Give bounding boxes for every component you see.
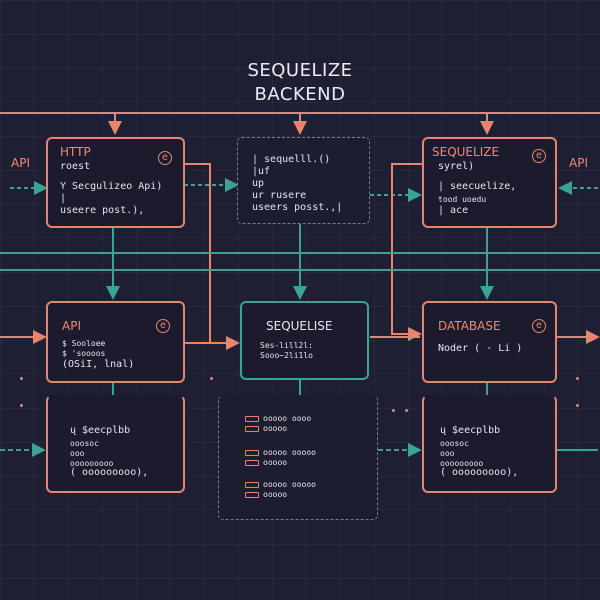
sequelize-down-route xyxy=(391,163,423,341)
bottom-left-line-4: ooooooooo xyxy=(70,459,114,468)
api-title: API xyxy=(62,319,81,333)
row-chip-icon xyxy=(245,450,259,456)
decor-dot xyxy=(576,404,579,407)
bottom-right-line-3: ooo xyxy=(440,449,455,458)
center-line-3: up xyxy=(252,178,265,189)
sequelize-box: SEQUELIZE syrel) e | seecuelize, tood uo… xyxy=(422,137,557,228)
bottom-left-line-1: ų $eecplbb xyxy=(70,425,131,436)
database-line: Noder ( - Li ) xyxy=(438,343,523,354)
sequelize-title: SEQUELIZE xyxy=(432,145,500,159)
center-line-4: ur rusere xyxy=(252,190,307,201)
right-api-label: API xyxy=(569,156,588,170)
row-chip-icon xyxy=(245,426,259,432)
database-badge-icon: e xyxy=(532,319,546,333)
bottom-left-line-3: ooo xyxy=(70,449,85,458)
bottom-center-box: ooooo oooo ooooo ooooo ooooo ooooo ooooo… xyxy=(218,395,378,520)
http-title: HTTP xyxy=(60,145,91,159)
http-line-3: useere post.), xyxy=(60,205,145,216)
api-badge-icon: e xyxy=(156,319,170,333)
bottom-right-box: ų $eecplbb ooosoc ooo ooooooooo ( oooooo… xyxy=(422,395,557,493)
sequelise-line-2: Sooo~2li1lo xyxy=(260,351,313,360)
decor-dot xyxy=(20,377,23,380)
sequelise-line-1: Ses-lill2l: xyxy=(260,341,313,350)
decor-dot xyxy=(210,377,213,380)
sequelize-line-2: tood uoedu xyxy=(438,195,487,204)
decor-dot xyxy=(392,409,395,412)
bottom-right-line-2: ooosoc xyxy=(440,439,469,448)
bottom-center-line-5: ooooo ooooo xyxy=(263,480,316,489)
bottom-center-line-1: ooooo oooo xyxy=(263,414,312,423)
http-badge-icon: e xyxy=(158,151,172,165)
diagram-title-line1: SEQUELIZE xyxy=(247,60,353,81)
api-line-1: $ Sooloee xyxy=(62,339,106,348)
bottom-left-line-5: ( ooooooooo), xyxy=(70,467,149,478)
sequelise-title: SEQUELISE xyxy=(266,319,333,333)
left-api-label: API xyxy=(11,156,30,170)
http-line-2: | xyxy=(60,193,67,204)
sequelize-line-1: | seecuelize, xyxy=(438,181,517,192)
bottom-center-line-2: ooooo xyxy=(263,424,288,433)
sequelise-box: SEQUELISE Ses-lill2l: Sooo~2li1lo xyxy=(240,301,369,380)
decor-dot xyxy=(405,409,408,412)
api-box: API e $ Sooloee $ 'soooos (OSiI, lnal) xyxy=(46,301,185,383)
sequelize-line-3: | ace xyxy=(438,205,469,216)
database-title: DATABASE xyxy=(438,319,501,333)
api-line-3: (OSiI, lnal) xyxy=(62,359,135,370)
center-line-2: |uf xyxy=(252,166,271,177)
center-code-box: | sequelll.() |uf up ur rusere useers po… xyxy=(237,137,370,224)
bottom-right-line-4: ooooooooo xyxy=(440,459,484,468)
bottom-left-line-2: ooosoc xyxy=(70,439,99,448)
decor-dot xyxy=(576,377,579,380)
bottom-center-line-3: ooooo ooooo xyxy=(263,448,316,457)
row-chip-icon xyxy=(245,492,259,498)
http-subtitle: roest xyxy=(60,161,91,172)
decor-dot xyxy=(20,404,23,407)
sequelize-badge-icon: e xyxy=(532,149,546,163)
row-chip-icon xyxy=(245,416,259,422)
api-line-2: $ 'soooos xyxy=(62,349,106,358)
bottom-right-line-5: ( ooooooooo), xyxy=(440,467,519,478)
row-chip-icon xyxy=(245,460,259,466)
sequelize-subtitle: syrel) xyxy=(438,161,475,172)
http-box: HTTP roest e Y Secgulizeo Api) | useere … xyxy=(46,137,185,228)
http-line-1: Y Secgulizeo Api) xyxy=(60,181,163,192)
bottom-center-line-6: ooooo xyxy=(263,490,288,499)
center-line-1: | sequelll.() xyxy=(252,154,331,165)
bottom-right-line-1: ų $eecplbb xyxy=(440,425,501,436)
diagram-title-line2: BACKEND xyxy=(254,84,346,105)
center-line-5: useers posst.,| xyxy=(252,202,343,213)
bottom-center-line-4: ooooo xyxy=(263,458,288,467)
bottom-left-box: ų $eecplbb ooosoc ooo ooooooooo ( oooooo… xyxy=(46,395,185,493)
row-chip-icon xyxy=(245,482,259,488)
database-box: DATABASE e Noder ( - Li ) xyxy=(422,301,557,383)
